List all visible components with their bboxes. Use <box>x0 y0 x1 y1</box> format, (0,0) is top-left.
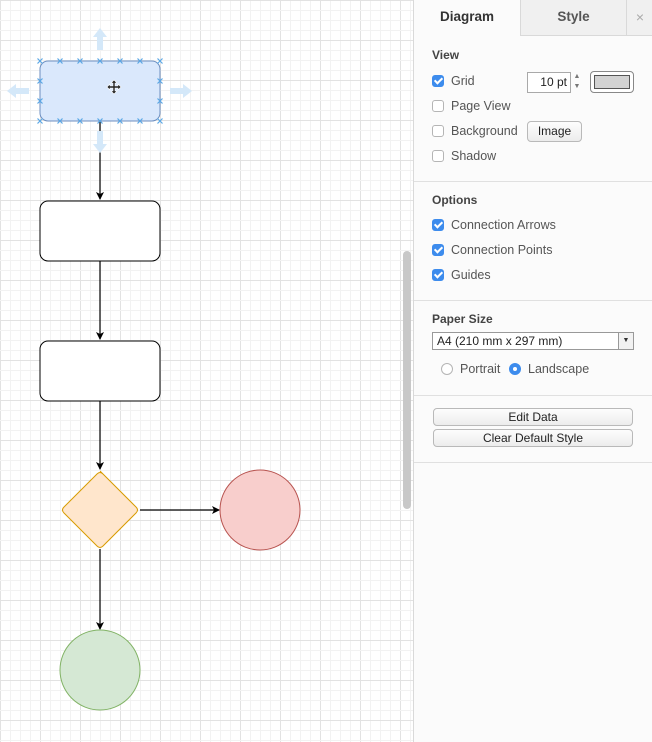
shadow-toggle[interactable]: Shadow <box>432 147 496 165</box>
diagram-canvas[interactable] <box>0 0 413 742</box>
selection-handle[interactable] <box>37 118 43 124</box>
grid-size-stepper[interactable]: ▲ ▼ <box>571 72 583 93</box>
grid-size-input[interactable]: 10 pt <box>527 72 571 93</box>
grid-toggle[interactable]: Grid <box>432 72 475 90</box>
guides-label: Guides <box>451 268 491 282</box>
options-title: Options <box>432 193 478 207</box>
connection-points-label: Connection Points <box>451 243 553 257</box>
end-circle-green[interactable] <box>59 629 141 711</box>
background-toggle[interactable]: Background <box>432 122 518 140</box>
clear-default-style-button[interactable]: Clear Default Style <box>433 429 633 447</box>
grid-label: Grid <box>451 74 475 88</box>
selection-handle[interactable] <box>157 118 163 124</box>
connection-arrows-label: Connection Arrows <box>451 218 556 232</box>
end-circle-red[interactable] <box>219 469 301 551</box>
diagram-layer[interactable] <box>0 0 413 742</box>
selection-handle[interactable] <box>37 58 43 64</box>
close-icon[interactable]: × <box>627 0 652 36</box>
shadow-checkbox[interactable] <box>432 150 444 162</box>
grid-color-button[interactable] <box>590 71 634 93</box>
guides-toggle[interactable]: Guides <box>432 266 491 284</box>
selection-handle[interactable] <box>57 118 63 124</box>
landscape-label: Landscape <box>528 362 590 376</box>
selection-handle[interactable] <box>97 118 103 124</box>
tab-style[interactable]: Style <box>521 0 627 36</box>
connect-left-arrow-icon[interactable] <box>7 84 29 98</box>
paper-size-select[interactable]: A4 (210 mm x 297 mm) ▼ <box>432 332 634 350</box>
actions-section: Edit Data Clear Default Style <box>414 396 652 463</box>
shadow-label: Shadow <box>451 149 497 163</box>
selection-handle[interactable] <box>117 58 123 64</box>
grid-checkbox[interactable] <box>432 75 444 87</box>
paper-size-section: Paper Size A4 (210 mm x 297 mm) ▼ Portra… <box>414 301 652 396</box>
portrait-option[interactable]: Portrait <box>441 360 500 378</box>
process-shape-3[interactable] <box>39 340 161 402</box>
selection-handle[interactable] <box>57 58 63 64</box>
stepper-up-icon[interactable]: ▲ <box>573 73 581 80</box>
background-label: Background <box>451 124 518 138</box>
selection-handle[interactable] <box>157 98 163 104</box>
chevron-down-icon[interactable]: ▼ <box>618 333 633 349</box>
selection-handle[interactable] <box>157 58 163 64</box>
selection-handle[interactable] <box>77 58 83 64</box>
connect-right-arrow-icon[interactable] <box>170 84 192 98</box>
landscape-option[interactable]: Landscape <box>509 360 589 378</box>
panel-tabs: Diagram Style × <box>414 0 652 36</box>
process-shape-selected[interactable] <box>39 60 161 122</box>
background-image-button[interactable]: Image <box>527 121 582 142</box>
portrait-label: Portrait <box>460 362 501 376</box>
page-view-toggle[interactable]: Page View <box>432 97 511 115</box>
selection-handle[interactable] <box>117 118 123 124</box>
connection-points-checkbox[interactable] <box>432 244 444 256</box>
options-section: Options Connection Arrows Connection Poi… <box>414 182 652 301</box>
process-shape-2[interactable] <box>39 200 161 262</box>
view-title: View <box>432 48 460 62</box>
portrait-radio[interactable] <box>441 363 453 375</box>
selection-handle[interactable] <box>157 78 163 84</box>
selection-handle[interactable] <box>37 78 43 84</box>
connection-arrows-toggle[interactable]: Connection Arrows <box>432 216 556 234</box>
paper-size-title: Paper Size <box>432 312 493 326</box>
page-view-checkbox[interactable] <box>432 100 444 112</box>
selection-handle[interactable] <box>77 118 83 124</box>
edit-data-button[interactable]: Edit Data <box>433 408 633 426</box>
connection-arrows-checkbox[interactable] <box>432 219 444 231</box>
selection-handle[interactable] <box>137 118 143 124</box>
connection-points-toggle[interactable]: Connection Points <box>432 241 552 259</box>
connect-down-arrow-icon[interactable] <box>93 131 107 153</box>
tab-diagram[interactable]: Diagram <box>414 0 521 36</box>
landscape-radio[interactable] <box>509 363 521 375</box>
connect-up-arrow-icon[interactable] <box>93 28 107 50</box>
vertical-scrollbar[interactable] <box>403 251 411 509</box>
move-cursor-icon <box>106 79 122 95</box>
paper-size-value: A4 (210 mm x 297 mm) <box>437 334 563 348</box>
page-view-label: Page View <box>451 99 511 113</box>
guides-checkbox[interactable] <box>432 269 444 281</box>
grid-color-swatch <box>594 75 630 89</box>
stepper-down-icon[interactable]: ▼ <box>573 83 581 90</box>
selection-handle[interactable] <box>37 98 43 104</box>
selection-handle[interactable] <box>97 58 103 64</box>
selection-handle[interactable] <box>137 58 143 64</box>
decision-shape[interactable] <box>62 470 138 548</box>
background-checkbox[interactable] <box>432 125 444 137</box>
view-section: View Grid 10 pt ▲ ▼ Page View Background… <box>414 36 652 182</box>
format-panel: Diagram Style × View Grid 10 pt ▲ ▼ Page… <box>413 0 652 742</box>
